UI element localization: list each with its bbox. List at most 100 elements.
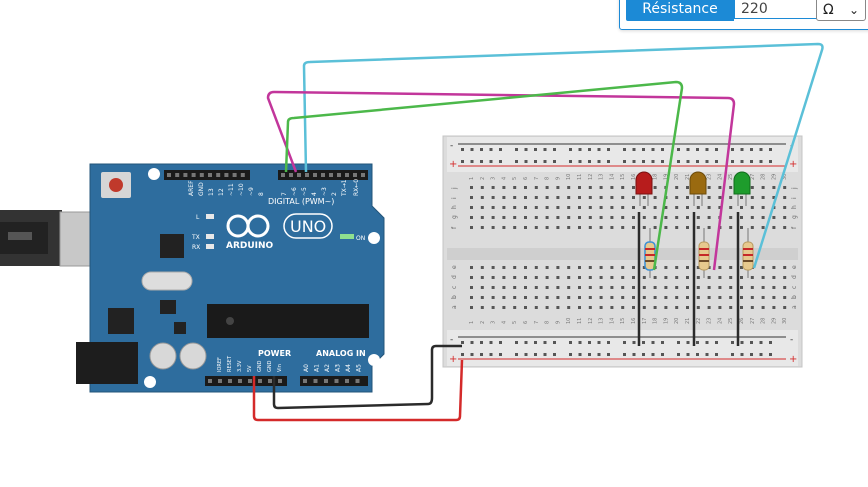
header-pin[interactable] bbox=[191, 173, 196, 177]
rail-hole[interactable] bbox=[607, 148, 610, 151]
terminal-hole[interactable] bbox=[740, 286, 743, 289]
terminal-hole[interactable] bbox=[513, 206, 517, 209]
rail-hole[interactable] bbox=[569, 148, 572, 151]
terminal-hole[interactable] bbox=[588, 206, 592, 209]
terminal-hole[interactable] bbox=[729, 296, 733, 299]
terminal-hole[interactable] bbox=[599, 216, 603, 219]
green-wire[interactable] bbox=[284, 80, 684, 271]
terminal-hole[interactable] bbox=[675, 196, 679, 199]
terminal-hole[interactable] bbox=[480, 276, 484, 279]
terminal-hole[interactable] bbox=[513, 226, 517, 229]
rail-hole[interactable] bbox=[623, 341, 626, 344]
terminal-hole[interactable] bbox=[588, 296, 592, 299]
terminal-hole[interactable] bbox=[653, 206, 657, 209]
terminal-hole[interactable] bbox=[502, 216, 506, 219]
terminal-hole[interactable] bbox=[686, 196, 689, 199]
rail-hole[interactable] bbox=[769, 160, 772, 163]
terminal-hole[interactable] bbox=[718, 286, 722, 289]
rail-hole[interactable] bbox=[715, 341, 718, 344]
terminal-hole[interactable] bbox=[610, 216, 614, 219]
rail-hole[interactable] bbox=[750, 341, 753, 344]
terminal-hole[interactable] bbox=[491, 296, 495, 299]
terminal-hole[interactable] bbox=[621, 186, 625, 189]
terminal-hole[interactable] bbox=[534, 286, 538, 289]
terminal-hole[interactable] bbox=[632, 306, 635, 309]
terminal-hole[interactable] bbox=[567, 196, 571, 199]
rail-hole[interactable] bbox=[515, 160, 518, 163]
terminal-hole[interactable] bbox=[556, 296, 560, 299]
terminal-hole[interactable] bbox=[696, 226, 700, 229]
rail-hole[interactable] bbox=[553, 353, 556, 356]
rail-hole[interactable] bbox=[543, 341, 547, 344]
terminal-hole[interactable] bbox=[718, 186, 722, 189]
rail-hole[interactable] bbox=[534, 341, 537, 344]
rail-hole[interactable] bbox=[696, 341, 699, 344]
terminal-hole[interactable] bbox=[664, 216, 668, 219]
terminal-hole[interactable] bbox=[642, 296, 646, 299]
unit-select[interactable]: Ω ⌄ bbox=[816, 0, 866, 21]
terminal-hole[interactable] bbox=[567, 276, 571, 279]
header-pin[interactable] bbox=[218, 379, 222, 383]
terminal-hole[interactable] bbox=[545, 306, 549, 309]
terminal-hole[interactable] bbox=[545, 226, 549, 229]
terminal-hole[interactable] bbox=[480, 186, 484, 189]
terminal-hole[interactable] bbox=[772, 286, 776, 289]
rail-hole[interactable] bbox=[740, 341, 744, 344]
rail-hole[interactable] bbox=[534, 160, 537, 163]
terminal-hole[interactable] bbox=[534, 206, 538, 209]
rail-hole[interactable] bbox=[642, 341, 645, 344]
terminal-hole[interactable] bbox=[686, 306, 689, 309]
rail-hole[interactable] bbox=[578, 353, 582, 356]
terminal-hole[interactable] bbox=[621, 206, 625, 209]
terminal-hole[interactable] bbox=[707, 206, 711, 209]
terminal-hole[interactable] bbox=[502, 296, 506, 299]
terminal-hole[interactable] bbox=[696, 216, 700, 219]
rail-hole[interactable] bbox=[677, 341, 680, 344]
terminal-hole[interactable] bbox=[621, 296, 625, 299]
header-pin[interactable] bbox=[303, 379, 307, 383]
header-pin[interactable] bbox=[167, 173, 171, 177]
header-pin[interactable] bbox=[228, 379, 232, 383]
terminal-hole[interactable] bbox=[491, 266, 495, 269]
header-pin[interactable] bbox=[324, 379, 328, 383]
terminal-hole[interactable] bbox=[610, 276, 614, 279]
terminal-hole[interactable] bbox=[750, 216, 754, 219]
terminal-hole[interactable] bbox=[772, 306, 776, 309]
terminal-hole[interactable] bbox=[707, 186, 711, 189]
header-pin[interactable] bbox=[224, 173, 229, 177]
terminal-hole[interactable] bbox=[599, 276, 603, 279]
rail-hole[interactable] bbox=[480, 148, 483, 151]
terminal-hole[interactable] bbox=[664, 276, 668, 279]
terminal-hole[interactable] bbox=[707, 196, 711, 199]
terminal-hole[interactable] bbox=[567, 306, 571, 309]
terminal-hole[interactable] bbox=[675, 296, 679, 299]
header-pin[interactable] bbox=[313, 173, 317, 177]
rail-hole[interactable] bbox=[569, 353, 572, 356]
terminal-hole[interactable] bbox=[556, 216, 560, 219]
terminal-hole[interactable] bbox=[567, 296, 571, 299]
rail-hole[interactable] bbox=[515, 353, 518, 356]
resistor[interactable] bbox=[698, 228, 710, 278]
terminal-hole[interactable] bbox=[610, 186, 614, 189]
terminal-hole[interactable] bbox=[534, 296, 538, 299]
terminal-hole[interactable] bbox=[653, 306, 657, 309]
terminal-hole[interactable] bbox=[588, 186, 592, 189]
terminal-hole[interactable] bbox=[729, 216, 733, 219]
breadboard-holes[interactable] bbox=[461, 148, 787, 356]
terminal-hole[interactable] bbox=[664, 296, 668, 299]
rail-hole[interactable] bbox=[461, 148, 464, 151]
rail-hole[interactable] bbox=[588, 353, 591, 356]
header-pin[interactable] bbox=[289, 173, 293, 177]
terminal-hole[interactable] bbox=[664, 226, 668, 229]
rail-hole[interactable] bbox=[607, 160, 610, 163]
terminal-hole[interactable] bbox=[632, 186, 635, 189]
terminal-hole[interactable] bbox=[772, 266, 776, 269]
rail-hole[interactable] bbox=[588, 341, 591, 344]
rail-hole[interactable] bbox=[597, 160, 601, 163]
terminal-hole[interactable] bbox=[588, 276, 592, 279]
terminal-hole[interactable] bbox=[513, 296, 517, 299]
terminal-hole[interactable] bbox=[588, 196, 592, 199]
terminal-hole[interactable] bbox=[642, 286, 646, 289]
terminal-hole[interactable] bbox=[513, 266, 517, 269]
rail-hole[interactable] bbox=[597, 341, 601, 344]
